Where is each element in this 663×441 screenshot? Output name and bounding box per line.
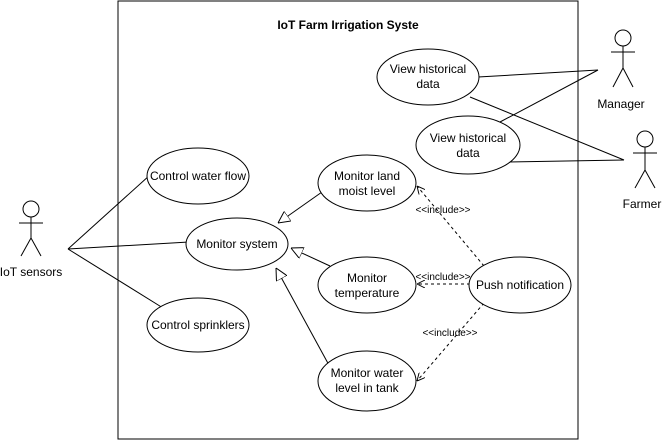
svg-text:Control water flow: Control water flow — [150, 169, 246, 183]
svg-text:Monitor water: Monitor water — [331, 366, 404, 380]
use-case-view-historical-1[interactable]: View historical data — [376, 48, 480, 106]
generalizations — [276, 191, 331, 368]
svg-text:View historical: View historical — [390, 62, 466, 76]
svg-text:View historical: View historical — [430, 131, 506, 145]
assoc-farmer-view1 — [469, 96, 625, 161]
svg-text:Control sprinklers: Control sprinklers — [151, 318, 244, 332]
include-label-tank: <<include>> — [422, 328, 477, 339]
system-title: IoT Farm Irrigation Syste — [277, 18, 419, 32]
actor-iot-sensors-label: IoT sensors — [0, 265, 62, 279]
actor-farmer[interactable] — [633, 130, 657, 189]
svg-text:Monitor land: Monitor land — [334, 169, 400, 183]
use-case-monitor-moist-level[interactable]: Monitor land moist level — [317, 154, 417, 212]
include-relations — [417, 186, 485, 381]
use-case-monitor-water-tank[interactable]: Monitor water level in tank — [317, 350, 417, 412]
svg-text:temperature: temperature — [335, 286, 400, 300]
actor-manager[interactable] — [611, 29, 635, 88]
assoc-iot-control-sprinklers — [67, 248, 164, 309]
svg-text:data: data — [416, 77, 440, 91]
svg-text:Monitor system: Monitor system — [196, 237, 277, 251]
use-case-control-sprinklers[interactable]: Control sprinklers — [146, 297, 250, 353]
svg-text:level in tank: level in tank — [335, 381, 399, 395]
gen-temp-to-system — [291, 248, 331, 267]
include-to-moist — [417, 186, 485, 267]
use-case-view-historical-2[interactable]: View historical data — [415, 115, 521, 175]
svg-text:Push notification: Push notification — [476, 278, 564, 292]
svg-text:data: data — [456, 146, 480, 160]
include-label-moist: <<include>> — [415, 205, 470, 216]
actor-iot-sensors[interactable] — [19, 200, 43, 257]
assoc-farmer-view2 — [504, 159, 625, 163]
use-case-monitor-system[interactable]: Monitor system — [185, 217, 289, 271]
use-case-monitor-temperature[interactable]: Monitor temperature — [317, 256, 417, 314]
assoc-iot-monitor-system — [67, 241, 190, 250]
gen-moist-to-system — [278, 191, 323, 223]
use-case-control-water-flow[interactable]: Control water flow — [146, 147, 250, 205]
include-label-temp: <<include>> — [415, 272, 470, 283]
use-case-push-notification[interactable]: Push notification — [468, 256, 572, 314]
svg-text:moist level: moist level — [339, 184, 396, 198]
actor-manager-label: Manager — [597, 97, 644, 111]
svg-text:Monitor: Monitor — [347, 271, 387, 285]
include-to-tank — [417, 302, 485, 381]
associations — [67, 69, 625, 309]
assoc-manager-view1 — [477, 69, 599, 78]
system-boundary — [117, 0, 579, 440]
gen-tank-to-system — [276, 268, 331, 368]
actor-farmer-label: Farmer — [623, 197, 662, 211]
assoc-manager-view2 — [499, 69, 599, 123]
assoc-iot-control-water — [67, 174, 151, 250]
